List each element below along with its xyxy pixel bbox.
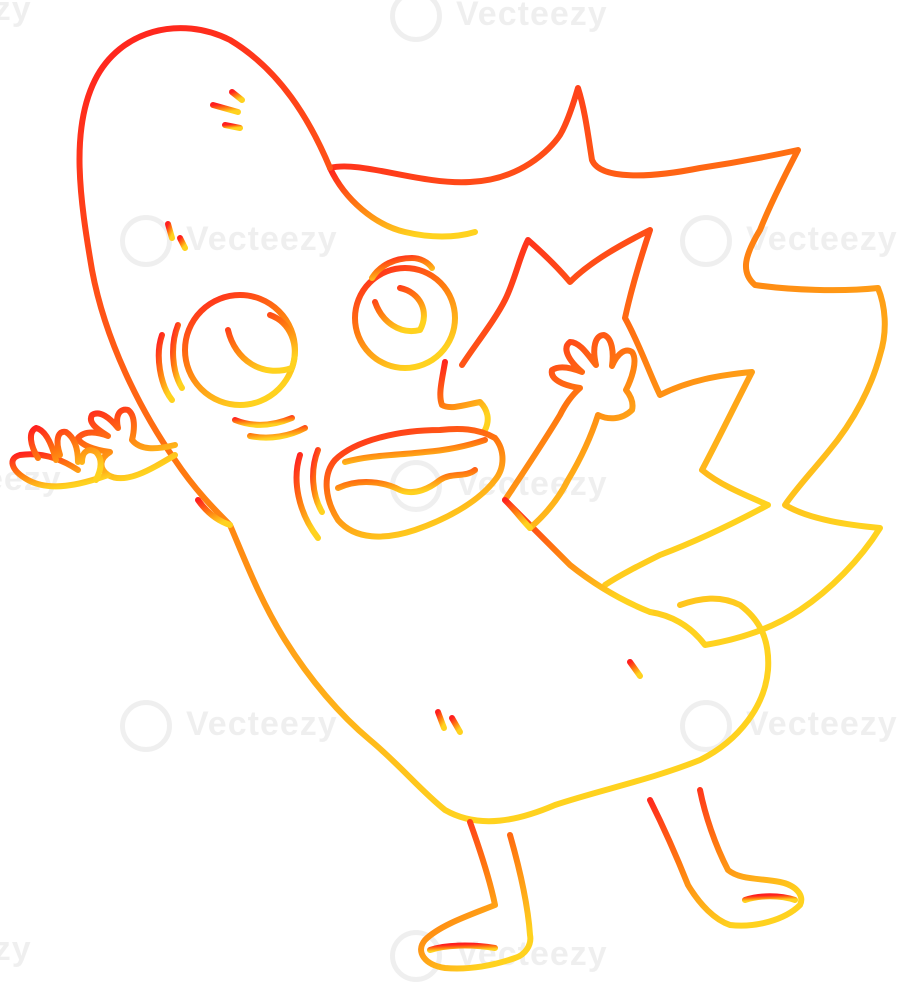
left-eye-wrinkle xyxy=(232,415,295,428)
watermark: Vecteezy xyxy=(120,700,338,752)
left-eye-wrinkle xyxy=(155,332,175,403)
watermark: Vecteezy xyxy=(680,215,898,267)
watermark-text: Vecteezy xyxy=(746,704,898,743)
left-hand-fingers xyxy=(28,425,104,483)
watermark: Vecteezy xyxy=(390,0,608,42)
watermark-text: Vecteezy xyxy=(186,219,338,258)
shine-mark xyxy=(210,102,241,115)
flame-outline xyxy=(327,85,888,648)
watermark-logo-icon xyxy=(390,0,442,42)
watermark-text: Vecteezy xyxy=(186,704,338,743)
watermark-text: Vecteezy xyxy=(746,219,898,258)
left-foot-toe xyxy=(427,942,498,953)
watermark-logo-icon xyxy=(120,215,172,267)
flame-tongue xyxy=(327,165,478,240)
watermark-logo-icon xyxy=(680,215,732,267)
watermark-logo-icon xyxy=(120,700,172,752)
watermark: Vecteezy xyxy=(0,0,32,29)
flame-inner-outline xyxy=(459,227,771,588)
watermark: Vecteezy xyxy=(120,215,338,267)
right-arm xyxy=(502,332,638,531)
watermark-logo-icon xyxy=(680,700,732,752)
pepper-body-outline xyxy=(76,25,772,825)
body-mark xyxy=(435,709,447,731)
nose-outline xyxy=(437,359,491,433)
pepper-tip-detail xyxy=(195,497,233,528)
mouth-outline xyxy=(323,426,506,540)
body-mark xyxy=(177,235,188,251)
left-eye-wrinkle xyxy=(247,425,308,441)
watermark-text: Vecteezy xyxy=(456,0,608,33)
body-mark xyxy=(449,715,463,735)
watermark-text: Vecteezy xyxy=(0,930,32,968)
shine-mark xyxy=(229,89,245,103)
right-eye xyxy=(352,265,458,371)
body-mark xyxy=(627,659,643,679)
pepper-back-outline xyxy=(502,497,653,615)
left-leg xyxy=(418,819,534,972)
right-pupil xyxy=(372,285,427,335)
watermark: Vecteezy xyxy=(0,930,32,969)
right-leg xyxy=(647,787,805,929)
mouth-inner-line xyxy=(342,437,488,465)
cheek-line xyxy=(293,452,321,541)
body-mark xyxy=(165,221,175,241)
right-foot-toe xyxy=(742,893,798,903)
left-eye-wrinkle xyxy=(170,322,185,391)
left-arm xyxy=(75,406,178,482)
shine-mark xyxy=(222,122,243,131)
left-arm-lower xyxy=(9,451,111,490)
right-arm-inner xyxy=(502,497,533,531)
right-brow xyxy=(369,255,435,281)
mouth-teeth xyxy=(335,467,478,496)
left-pupil xyxy=(225,312,298,374)
watermark-text: Vecteezy xyxy=(0,0,32,28)
cheek-line xyxy=(310,447,325,515)
watermark: Vecteezy xyxy=(680,700,898,752)
